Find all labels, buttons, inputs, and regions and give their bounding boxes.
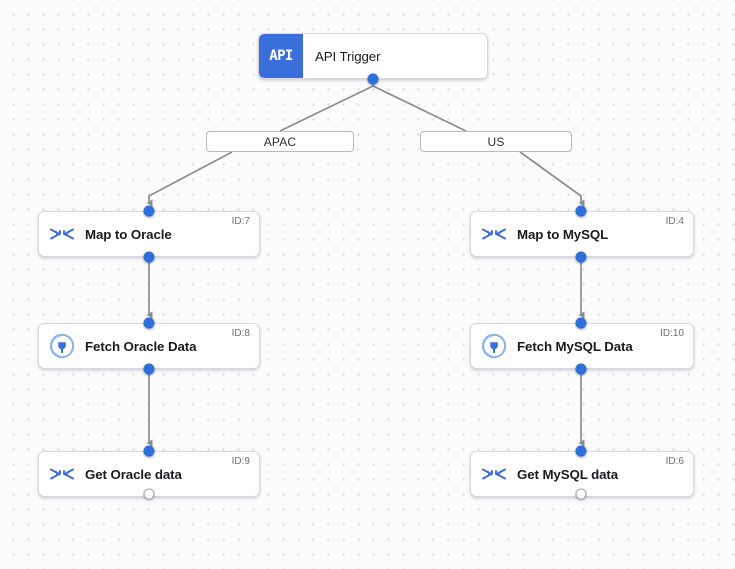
node-fetch-mysql-data-label: Fetch MySQL Data <box>517 338 633 354</box>
port-get-oracle-data-bottom[interactable] <box>143 488 155 500</box>
merge-arrows-icon <box>39 452 85 496</box>
node-map-to-mysql-id: ID:4 <box>665 216 684 227</box>
port-map-to-mysql-top[interactable] <box>575 205 587 217</box>
port-get-mysql-data-bottom[interactable] <box>575 488 587 500</box>
branch-label-us-text: US <box>487 134 505 149</box>
node-map-to-mysql[interactable]: Map to MySQL ID:4 <box>470 211 694 257</box>
api-badge-text: API <box>269 48 293 64</box>
node-fetch-oracle-data-label: Fetch Oracle Data <box>85 338 197 354</box>
node-get-oracle-data-label: Get Oracle data <box>85 466 182 482</box>
port-fetch-oracle-data-top[interactable] <box>143 317 155 329</box>
branch-label-apac[interactable]: APAC <box>206 131 354 152</box>
node-fetch-oracle-data-id: ID:8 <box>231 328 250 339</box>
node-get-mysql-data[interactable]: Get MySQL data ID:6 <box>470 451 694 497</box>
port-map-to-mysql-bottom[interactable] <box>575 251 587 263</box>
edge-us-map-mysql <box>519 151 585 207</box>
merge-arrows-icon <box>39 212 85 256</box>
port-get-oracle-data-top[interactable] <box>143 445 155 457</box>
node-api-trigger[interactable]: API API Trigger <box>258 33 488 79</box>
port-fetch-oracle-data-bottom[interactable] <box>143 363 155 375</box>
node-map-to-mysql-label: Map to MySQL <box>517 226 609 242</box>
node-map-to-oracle[interactable]: Map to Oracle ID:7 <box>38 211 260 257</box>
merge-arrows-icon <box>471 452 517 496</box>
node-fetch-mysql-data[interactable]: Fetch MySQL Data ID:10 <box>470 323 694 369</box>
node-fetch-mysql-data-id: ID:10 <box>660 328 684 339</box>
port-fetch-mysql-data-top[interactable] <box>575 317 587 329</box>
branch-label-us[interactable]: US <box>420 131 572 152</box>
branch-label-apac-text: APAC <box>263 134 297 149</box>
port-api-trigger-bottom[interactable] <box>367 73 379 85</box>
node-get-mysql-data-id: ID:6 <box>665 456 684 467</box>
node-get-oracle-data-id: ID:9 <box>231 456 250 467</box>
node-api-trigger-label: API Trigger <box>315 48 381 64</box>
api-badge-icon: API <box>259 34 303 78</box>
port-map-to-oracle-bottom[interactable] <box>143 251 155 263</box>
port-fetch-mysql-data-bottom[interactable] <box>575 363 587 375</box>
node-map-to-oracle-label: Map to Oracle <box>85 226 172 242</box>
edge-trigger-apac <box>279 85 374 132</box>
node-fetch-oracle-data[interactable]: Fetch Oracle Data ID:8 <box>38 323 260 369</box>
node-map-to-oracle-id: ID:7 <box>231 216 250 227</box>
database-plug-icon <box>471 324 517 368</box>
edge-trigger-us <box>372 85 467 132</box>
port-get-mysql-data-top[interactable] <box>575 445 587 457</box>
edge-apac-map-oracle <box>146 151 233 207</box>
node-get-mysql-data-label: Get MySQL data <box>517 466 619 482</box>
port-map-to-oracle-top[interactable] <box>143 205 155 217</box>
merge-arrows-icon <box>471 212 517 256</box>
database-plug-icon <box>39 324 85 368</box>
